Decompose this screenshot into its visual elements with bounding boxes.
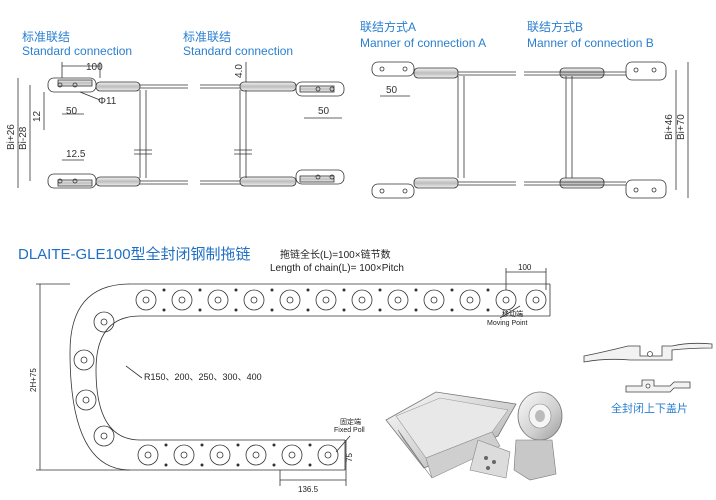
cover-plate-upper — [583, 342, 713, 363]
bend-links — [73, 311, 115, 447]
chain-length-en: Length of chain(L)= 100×Pitch — [270, 263, 404, 274]
cover-plate-caption: 全封闭上下盖片 — [611, 401, 688, 415]
dim-pitch-100: 100 — [518, 263, 532, 272]
dim-50-c: 50 — [386, 85, 398, 96]
header-manner-b-en: Manner of connection B — [527, 36, 654, 50]
dim-2h-plus-75: 2H+75 — [29, 368, 38, 392]
cover-plate-lower — [625, 379, 691, 393]
header-standard-2-en: Standard connection — [183, 44, 294, 58]
standard-connection-drawing-1 — [17, 62, 188, 189]
header-manner-a-en: Manner of connection A — [360, 36, 487, 50]
fixed-point-en: Fixed Poll — [334, 427, 365, 434]
moving-point-en: Moving Point — [487, 320, 528, 327]
dim-bi-plus-26: Bi+26 — [6, 124, 17, 150]
dim-4-0: 4.0 — [234, 64, 245, 78]
dim-12-5: 12.5 — [66, 149, 86, 160]
dim-12: 12 — [32, 110, 43, 122]
bottom-links — [137, 444, 339, 466]
chain-length-cn: 拖链全长(L)=100×链节数 — [280, 248, 391, 261]
fixed-point-cn: 固定端 — [340, 417, 361, 426]
dim-100-a: 100 — [86, 62, 103, 73]
header-standard-2-cn: 标准联结 — [183, 30, 232, 44]
dim-50-a: 50 — [66, 106, 78, 117]
manner-a-drawing — [371, 61, 516, 199]
header-manner-b-cn: 联结方式B — [527, 20, 584, 34]
moving-point-cn: 移动端 — [502, 309, 523, 318]
dim-bi-minus-28: Bi-28 — [18, 126, 29, 150]
top-links — [135, 289, 547, 311]
standard-connection-drawing-2 — [200, 62, 345, 187]
header-standard-1-en: Standard connection — [22, 44, 133, 58]
drag-chain-drawing — [36, 268, 551, 486]
header-standard-1-cn: 标准联结 — [22, 30, 71, 44]
dim-75: 75 — [345, 453, 354, 462]
header-manner-a-cn: 联结方式A — [360, 20, 417, 34]
dim-bi-plus-46: Bi+46 — [664, 114, 675, 140]
dim-bi-plus-70: Bi+70 — [676, 114, 687, 140]
bend-radius: R150、200、250、300、400 — [144, 372, 262, 382]
chain-3d-illustration — [385, 391, 563, 481]
manner-b-drawing — [524, 61, 689, 199]
dim-phi11: Φ11 — [98, 96, 117, 107]
dim-50-b: 50 — [318, 106, 330, 117]
product-title: DLAITE-GLE100型全封闭钢制拖链 — [18, 246, 251, 263]
dim-136-5: 136.5 — [298, 485, 319, 494]
